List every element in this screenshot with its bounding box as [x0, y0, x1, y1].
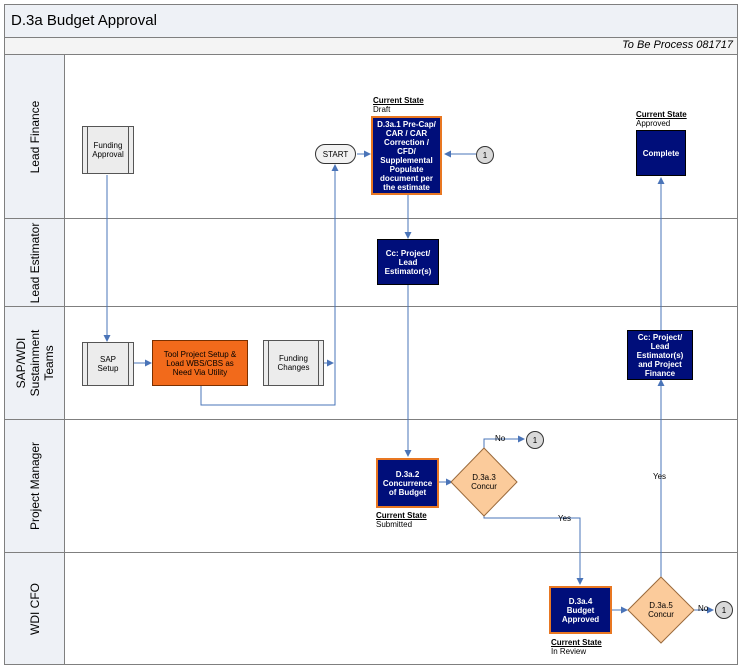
lane-header: Project Manager	[5, 420, 65, 552]
lane-header: SAP/WDI Sustainment Teams	[5, 307, 65, 419]
yes-label: Yes	[558, 514, 572, 523]
funding-changes-box: Funding Changes	[263, 340, 324, 386]
lane-wdi-cfo: WDI CFO	[4, 553, 738, 665]
page-title: D.3a Budget Approval	[11, 12, 157, 29]
no-label: No	[495, 434, 506, 443]
d3a2-box: D.3a.2 Concurrence of Budget	[376, 458, 439, 508]
d3a1-box: D.3a.1 Pre-Cap/ CAR / CAR Correction / C…	[371, 116, 442, 195]
node-label: Cc: Project/ Lead Estimator(s)	[384, 248, 432, 276]
node-label: D.3a.4 Budget Approved	[561, 596, 600, 624]
no-label: No	[698, 604, 709, 613]
d3a5-label: D.3a.5 Concur	[635, 596, 687, 624]
arrow-d3a3-no	[483, 435, 525, 449]
current-state-approved: Current State Approved	[636, 110, 687, 128]
cc-lead-estimator-box: Cc: Project/ Lead Estimator(s)	[377, 239, 439, 285]
lane-project-manager: Project Manager	[4, 420, 738, 553]
lane-header: Lead Estimator	[5, 219, 65, 306]
current-state-submitted: Current State Submitted	[376, 511, 427, 529]
current-state-draft: Current State Draft	[373, 96, 424, 114]
node-label: Cc: Project/ Lead Estimator(s) and Proje…	[636, 332, 684, 378]
d3a3-label: D.3a.3 Concur	[458, 468, 510, 496]
node-label: SAP Setup	[97, 355, 119, 373]
decision-d3a5	[627, 576, 695, 644]
node-label: D.3a.2 Concurrence of Budget	[382, 469, 433, 497]
node-label: Funding Approval	[92, 141, 124, 159]
yes-label: Yes	[653, 472, 667, 481]
arrow-d3a3-yes	[483, 516, 584, 585]
off-page-connector: 1	[476, 146, 494, 164]
sap-setup-box: SAP Setup	[82, 342, 134, 386]
node-label: D.3a.1 Pre-Cap/ CAR / CAR Correction / C…	[377, 119, 436, 192]
funding-approval-box: Funding Approval	[82, 126, 134, 174]
node-label: Complete	[642, 148, 680, 158]
off-page-connector: 1	[715, 601, 733, 619]
subtitle-bar: To Be Process 081717	[4, 38, 738, 55]
lane-lead-finance: Lead Finance	[4, 55, 738, 219]
process-version: To Be Process 081717	[622, 39, 733, 51]
node-label: D.3a.5 Concur	[648, 601, 674, 619]
arrow-tool-to-start	[200, 164, 339, 406]
title-bar: D.3a Budget Approval	[4, 4, 738, 38]
current-state-in-review: Current State In Review	[551, 638, 602, 656]
lane-sap-wdi-sustainment-teams: SAP/WDI Sustainment Teams	[4, 307, 738, 420]
lane-lead-estimator: Lead Estimator	[4, 219, 738, 307]
decision-d3a3	[450, 447, 518, 517]
node-label: D.3a.3 Concur	[471, 473, 497, 491]
node-label: Tool Project Setup & Load WBS/CBS as Nee…	[163, 349, 237, 377]
lane-header: WDI CFO	[5, 553, 65, 664]
off-page-connector: 1	[526, 431, 544, 449]
complete-box: Complete	[636, 130, 686, 176]
cc-estimator-finance-box: Cc: Project/ Lead Estimator(s) and Proje…	[627, 330, 693, 380]
d3a4-box: D.3a.4 Budget Approved	[549, 586, 612, 634]
node-label: Funding Changes	[277, 354, 310, 372]
tool-project-setup-box: Tool Project Setup & Load WBS/CBS as Nee…	[152, 340, 248, 386]
node-label: START	[322, 149, 349, 159]
start-terminator: START	[315, 144, 356, 164]
lane-header: Lead Finance	[5, 55, 65, 218]
